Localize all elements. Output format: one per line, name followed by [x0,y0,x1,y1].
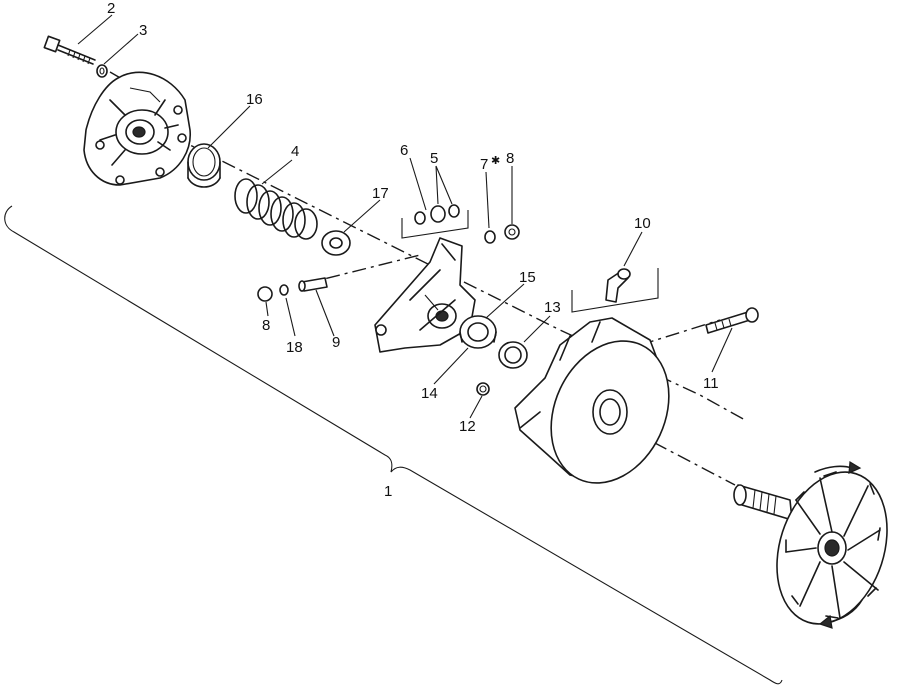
callout-14: 14 [421,385,438,402]
callout-17: 17 [372,185,389,202]
callout-13: 13 [544,299,561,316]
spider-bracket-part [374,237,476,353]
callout-1: 1 [384,483,392,500]
leader-lines [77,14,733,419]
callout-15: 15 [519,269,536,286]
callout-5: 5 [430,150,438,167]
fixed-sheave-part [733,471,888,625]
movable-sheave-part [514,317,670,484]
callout-9: 9 [332,334,340,351]
callout-6: 6 [400,142,408,159]
washer-part-3 [96,64,108,78]
callout-7-mark: ✱ [491,155,500,167]
callout-16: 16 [246,91,263,108]
roller-part-15 [459,315,497,349]
bushing-ring-part [187,143,221,188]
callout-8-upper: 8 [506,150,514,167]
clutch-cover-part [83,71,191,186]
nut-part-12 [476,382,490,396]
rotation-arrow-icon [814,460,863,629]
callout-11: 11 [703,375,719,392]
washer-part-17 [321,230,351,256]
bolt-part [43,35,96,65]
callout-8-lower: 8 [262,317,270,334]
fastener-7-8 [484,224,520,244]
callout-12: 12 [459,418,476,435]
callout-3: 3 [139,22,147,39]
assembly-bracket [4,205,783,685]
roller-bracket-5-6 [401,204,469,239]
grease-fitting-part [571,268,659,313]
callout-2: 2 [107,0,115,17]
spring-part [234,178,318,240]
callout-18: 18 [286,339,303,356]
callout-labels: 1 2 3 4 5 6 7 ✱ 8 8 9 10 11 12 13 14 15 … [107,0,719,500]
callout-4: 4 [291,143,299,160]
fastener-8-18 [257,284,289,302]
bushing-part-13 [498,341,528,369]
callout-7: 7 [480,156,488,173]
pin-part [298,277,328,292]
bolt-part-11 [705,307,759,334]
callout-10: 10 [634,215,651,232]
